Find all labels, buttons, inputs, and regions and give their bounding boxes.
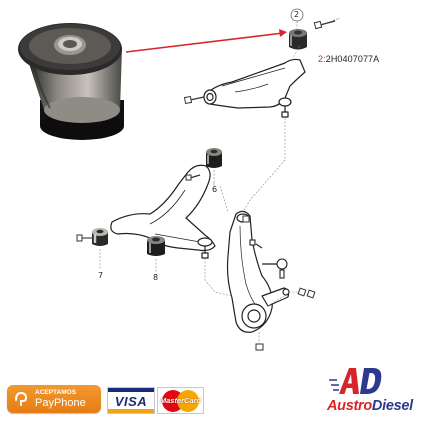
- callout-number-7: 7: [98, 271, 104, 280]
- upper-arm-bolt: [183, 95, 205, 105]
- upper-bolt: [313, 17, 341, 30]
- visa-text: VISA: [114, 394, 148, 409]
- visa-band-top: [108, 388, 154, 392]
- bushing-7: [92, 228, 108, 246]
- callout-number-8: 8: [153, 273, 159, 282]
- payphone-main-text: PayPhone: [35, 397, 86, 409]
- payphone-badge: ACEPTAMOS PayPhone: [7, 385, 101, 413]
- payphone-icon: [15, 391, 28, 406]
- knuckle-fasteners: [242, 215, 316, 351]
- part-number-prefix: 2:: [318, 54, 326, 64]
- part-number-label: 2:2H0407077A: [318, 54, 379, 64]
- visa-band-bottom: [108, 409, 154, 413]
- brand-name-part1: Austro: [327, 398, 372, 414]
- brand-name: AustroDiesel: [327, 398, 413, 414]
- bushing-photo: [18, 23, 124, 140]
- tie-rod-end: [249, 239, 288, 279]
- brand-name-part2: Diesel: [371, 398, 413, 414]
- highlighted-bushing: [289, 29, 307, 50]
- part-number: 2H0407077A: [325, 54, 380, 64]
- lower-control-arm: [110, 164, 216, 259]
- lower-rear-bolt: [185, 174, 201, 181]
- bushing-8: [147, 236, 165, 256]
- pointer-arrow: [125, 29, 287, 53]
- assembly-lines: [204, 118, 300, 307]
- mastercard-logo: MasterCard: [157, 387, 204, 414]
- visa-logo: VISA: [107, 387, 155, 414]
- mastercard-text: MasterCard: [159, 396, 202, 405]
- mastercard-yellow-circle: [177, 390, 199, 412]
- bushing-6: [206, 148, 222, 168]
- callout-number-6: 6: [212, 185, 218, 194]
- payphone-top-text: ACEPTAMOS: [35, 389, 77, 396]
- front-bolt: [76, 234, 92, 242]
- upper-control-arm: [203, 58, 306, 118]
- steering-knuckle: [226, 210, 290, 333]
- callout-number-2: 2: [294, 10, 300, 19]
